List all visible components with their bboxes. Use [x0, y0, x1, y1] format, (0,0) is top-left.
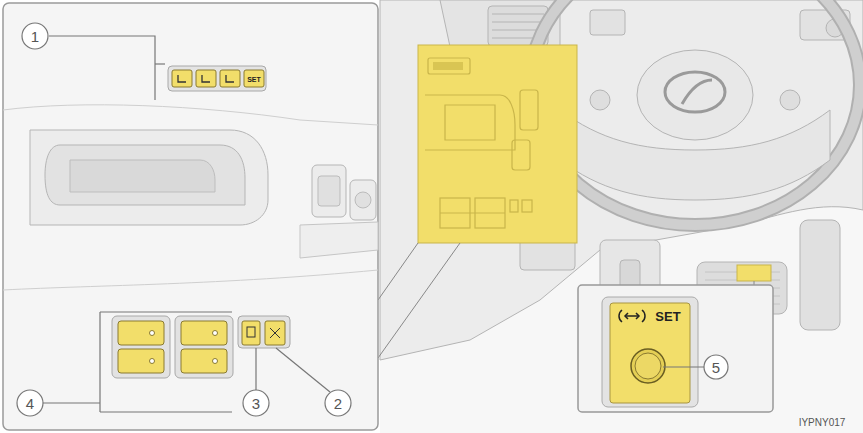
callout-number: 3 [252, 396, 260, 411]
callout-number: 4 [26, 396, 34, 411]
door-panel [3, 3, 378, 430]
door-highlight [418, 45, 577, 243]
callout-number: 2 [334, 396, 342, 411]
dashboard [380, 0, 863, 433]
figure-code: IYPNY017 [799, 418, 846, 428]
callout-number: 1 [31, 29, 39, 44]
callout-number: 5 [712, 360, 720, 375]
leader-lines [378, 243, 460, 358]
inset-switch [578, 285, 773, 412]
callout-circles [17, 23, 351, 416]
button-label: SET [247, 76, 261, 83]
switch-location [737, 265, 771, 281]
switch-label: SET [655, 310, 680, 323]
callout-leaders [43, 36, 330, 412]
